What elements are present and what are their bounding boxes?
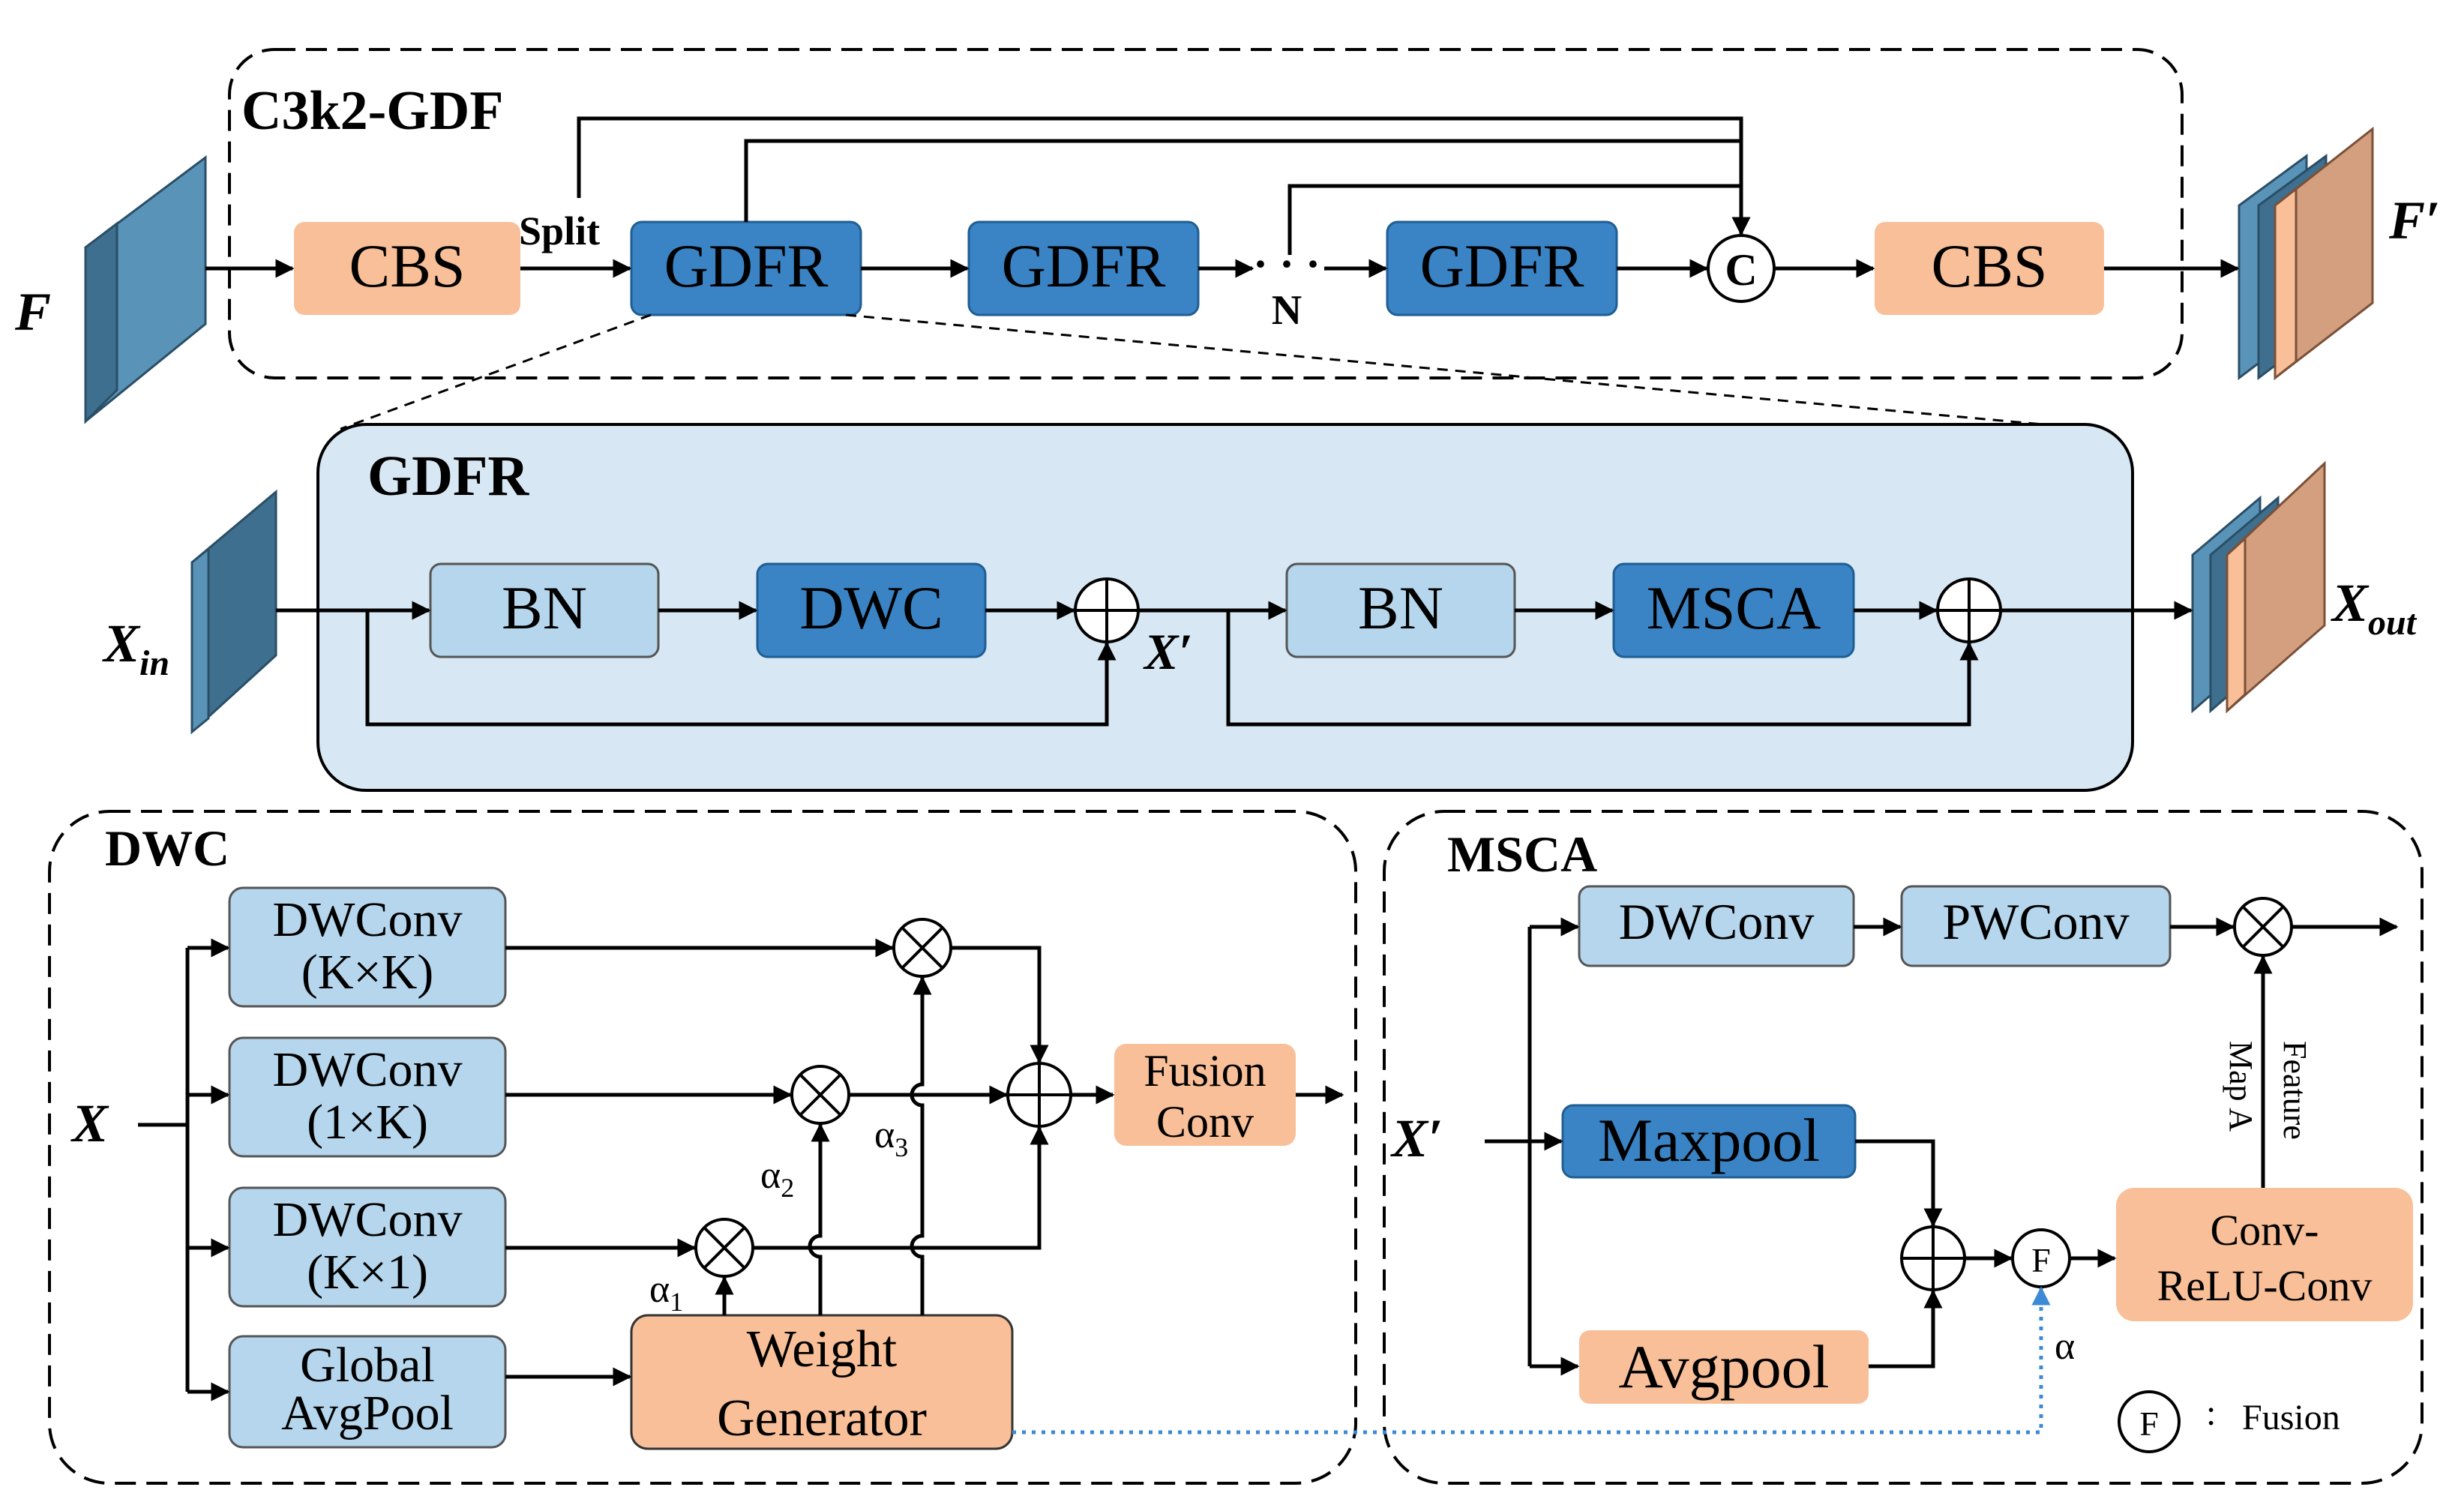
msca-avgpool-block <box>1579 1330 1869 1404</box>
c3k2-connectors <box>205 116 2240 278</box>
c3k2-gdf-module: C3k2-GDF F CBS Split GDFR GDFR GDFR N · … <box>14 48 2440 430</box>
cbs-block-out <box>1875 222 2104 315</box>
zoom-line-right <box>845 313 2093 430</box>
gdfr-n-label: GDFR <box>1420 232 1584 300</box>
msca-input-label: X′ <box>1390 1108 1443 1168</box>
dwc-input-label: X <box>70 1093 109 1153</box>
c3k2-gdf-title: C3k2-GDF <box>241 80 503 142</box>
msca-avgpool-label: Avgpool <box>1619 1333 1830 1401</box>
dwconv-1xk-line2: (1×K) <box>307 1095 428 1150</box>
fusion-conv-block <box>1114 1044 1296 1146</box>
feature-map-a-line1: Feature <box>2277 1041 2313 1140</box>
output-label-f-prime: F′ <box>2388 190 2440 250</box>
gdfr-module: GDFR Xin BN DWC X′ BN MSCA Xout <box>102 423 2418 792</box>
gdfr-bn-2-label: BN <box>1358 574 1443 642</box>
global-avgpool-line2: AvgPool <box>281 1386 454 1441</box>
alpha-3-label: α3 <box>874 1114 908 1162</box>
multiply-node-kxk <box>892 918 952 978</box>
weight-generator-line1: Weight <box>747 1321 898 1378</box>
gdfr-connectors <box>276 601 2193 727</box>
gdfr-output-label: Xout <box>2331 573 2418 643</box>
gdfr-dwc-label: DWC <box>799 574 943 642</box>
fusion-conv-line2: Conv <box>1156 1097 1254 1147</box>
dwc-module: DWC X DWConv (K×K) DWConv (1×K) DWConv (… <box>48 810 1357 1485</box>
multiply-node-1xk <box>790 1065 850 1125</box>
c3k2-gdf-border <box>228 48 2184 379</box>
msca-connectors <box>1485 917 2399 1376</box>
zoom-line-left <box>340 313 652 430</box>
gdfr-mid-label: X′ <box>1143 623 1192 680</box>
gdfr-input-feature-map <box>190 489 277 735</box>
gdfr-msca-label: MSCA <box>1647 574 1821 642</box>
cbs-block-in <box>294 222 520 315</box>
alpha-2-label: α2 <box>760 1154 794 1203</box>
gdfr-panel <box>316 423 2134 792</box>
legend-fusion-text: Fusion <box>2242 1398 2340 1438</box>
msca-title: MSCA <box>1447 826 1597 883</box>
dwc-add-node <box>1006 1062 1072 1128</box>
msca-dwconv-label: DWConv <box>1619 893 1815 950</box>
legend-fusion-symbol-label: F <box>2139 1405 2159 1443</box>
gdfr-title: GDFR <box>367 445 529 508</box>
alpha-dotted-link <box>1012 1286 2051 1435</box>
msca-multiply-node <box>2233 897 2293 957</box>
multiply-node-kx1 <box>694 1218 754 1278</box>
gdfr-2-label: GDFR <box>1002 232 1166 300</box>
dwconv-kxk-line1: DWConv <box>273 892 463 947</box>
cbs-in-label: CBS <box>349 232 466 300</box>
weight-generator-line2: Generator <box>717 1390 927 1447</box>
cbs-out-label: CBS <box>1932 232 2048 300</box>
msca-alpha-label: α <box>2055 1325 2075 1368</box>
msca-fusion-node-label: F <box>2031 1241 2051 1279</box>
dwc-border <box>48 810 1357 1485</box>
output-feature-map-f-prime <box>2238 126 2374 381</box>
conv-relu-conv-block <box>2116 1188 2413 1321</box>
dwc-title: DWC <box>105 820 229 877</box>
ellipsis-dots: · · · <box>1253 239 1320 289</box>
conv-relu-conv-line1: Conv- <box>2211 1206 2319 1255</box>
gdfr-input-label: Xin <box>102 613 169 683</box>
gdfr-bn-1-label: BN <box>502 574 587 642</box>
conv-relu-conv-line2: ReLU-Conv <box>2157 1261 2373 1310</box>
msca-module: MSCA X′ DWConv PWConv Maxpool Avgpool F … <box>1383 810 2424 1485</box>
global-avgpool-line1: Global <box>300 1338 435 1393</box>
split-label: Split <box>519 208 600 253</box>
alpha-1-label: α1 <box>649 1268 683 1317</box>
gdfr-1-label: GDFR <box>664 232 829 300</box>
msca-border <box>1383 810 2424 1485</box>
input-feature-map-f <box>84 155 207 424</box>
gdfr-output-feature-map <box>2191 460 2326 714</box>
legend-separator: : <box>2206 1393 2216 1433</box>
dwconv-kx1-line1: DWConv <box>273 1192 463 1247</box>
legend-fusion-symbol <box>2118 1390 2181 1453</box>
n-repeat-label: N <box>1272 287 1302 334</box>
msca-add-node <box>1900 1225 1966 1291</box>
dwconv-1xk-line1: DWConv <box>273 1042 463 1097</box>
dwc-connectors <box>138 938 1344 1402</box>
feature-map-a-line2: Map A <box>2223 1041 2259 1132</box>
input-label-f: F <box>14 282 51 342</box>
concat-label: C <box>1725 245 1757 295</box>
msca-maxpool-label: Maxpool <box>1598 1106 1820 1174</box>
dwconv-kx1-line2: (K×1) <box>307 1245 428 1300</box>
dwconv-kxk-line2: (K×K) <box>301 945 434 1000</box>
msca-pwconv-label: PWConv <box>1942 893 2129 950</box>
fusion-conv-line1: Fusion <box>1144 1046 1266 1096</box>
